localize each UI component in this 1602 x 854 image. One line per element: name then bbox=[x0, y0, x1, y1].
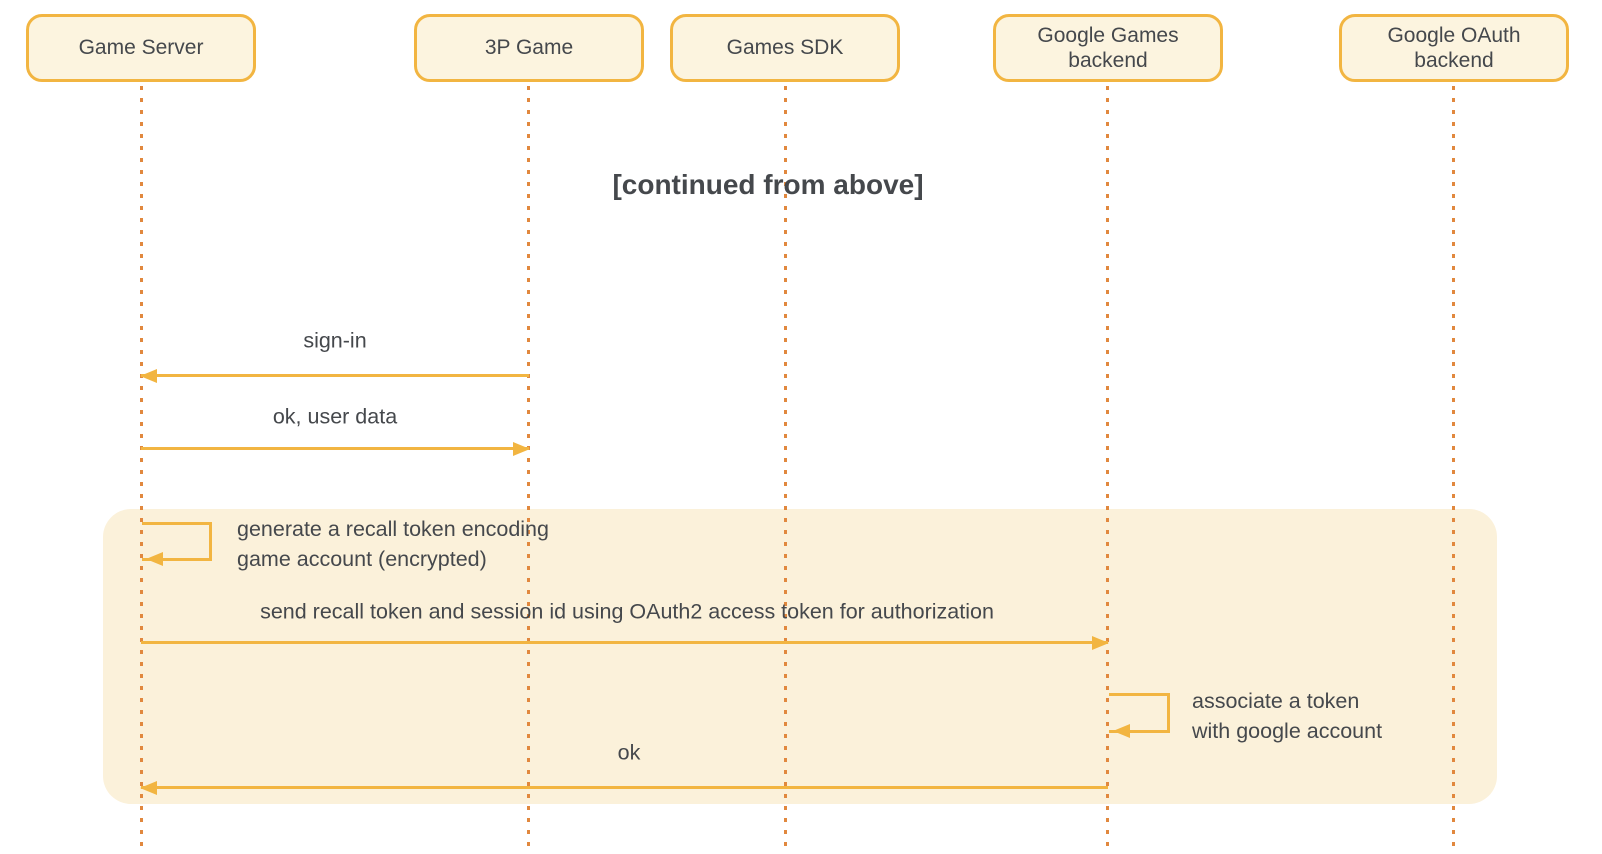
lifeline-game-server bbox=[140, 86, 143, 854]
actor-google-oauth-backend: Google OAuth backend bbox=[1339, 14, 1569, 82]
associate-token-label: associate a token with google account bbox=[1192, 686, 1382, 746]
actor-3p-game: 3P Game bbox=[414, 14, 644, 82]
ok-label: ok bbox=[617, 740, 641, 765]
actor-label: Google OAuth backend bbox=[1387, 23, 1521, 72]
arrowhead-left-icon bbox=[146, 552, 163, 566]
generate-token-label: generate a recall token encoding game ac… bbox=[237, 514, 549, 574]
associate-token-self-loop bbox=[1109, 693, 1170, 738]
actor-label: 3P Game bbox=[484, 36, 574, 60]
arrowhead-right-icon bbox=[1092, 635, 1109, 650]
ok-user-data-arrow bbox=[141, 441, 530, 456]
arrowhead-right-icon bbox=[513, 441, 530, 456]
generate-token-line-1: generate a recall token encoding bbox=[237, 517, 549, 541]
actor-label: Google Games backend bbox=[1037, 23, 1179, 72]
actor-google-games-backend: Google Games backend bbox=[993, 14, 1223, 82]
ok-user-data-label: ok, user data bbox=[272, 404, 398, 429]
associate-token-line-2: with google account bbox=[1192, 719, 1383, 743]
sign-in-arrow bbox=[140, 368, 529, 383]
associate-token-line-1: associate a token bbox=[1192, 689, 1360, 713]
send-recall-token-arrow bbox=[141, 635, 1109, 650]
arrowhead-left-icon bbox=[140, 368, 157, 383]
arrowhead-left-icon bbox=[1113, 724, 1130, 738]
actor-game-server: Game Server bbox=[26, 14, 256, 82]
arrowhead-left-icon bbox=[140, 780, 157, 795]
highlight-region bbox=[103, 509, 1497, 804]
lifeline-google-games-backend bbox=[1106, 86, 1109, 854]
continued-note: [continued from above] bbox=[612, 169, 924, 200]
actor-games-sdk: Games SDK bbox=[670, 14, 900, 82]
actor-label: Games SDK bbox=[726, 36, 844, 60]
lifeline-3p-game bbox=[527, 86, 530, 854]
send-recall-token-label: send recall token and session id using O… bbox=[260, 599, 994, 624]
lifeline-games-sdk bbox=[784, 86, 787, 854]
lifeline-google-oauth-backend bbox=[1452, 86, 1455, 854]
sign-in-label: sign-in bbox=[303, 328, 367, 353]
ok-arrow bbox=[140, 780, 1108, 795]
generate-token-line-2: game account (encrypted) bbox=[237, 547, 487, 571]
generate-token-self-loop bbox=[142, 522, 212, 566]
actor-label: Game Server bbox=[78, 36, 204, 60]
